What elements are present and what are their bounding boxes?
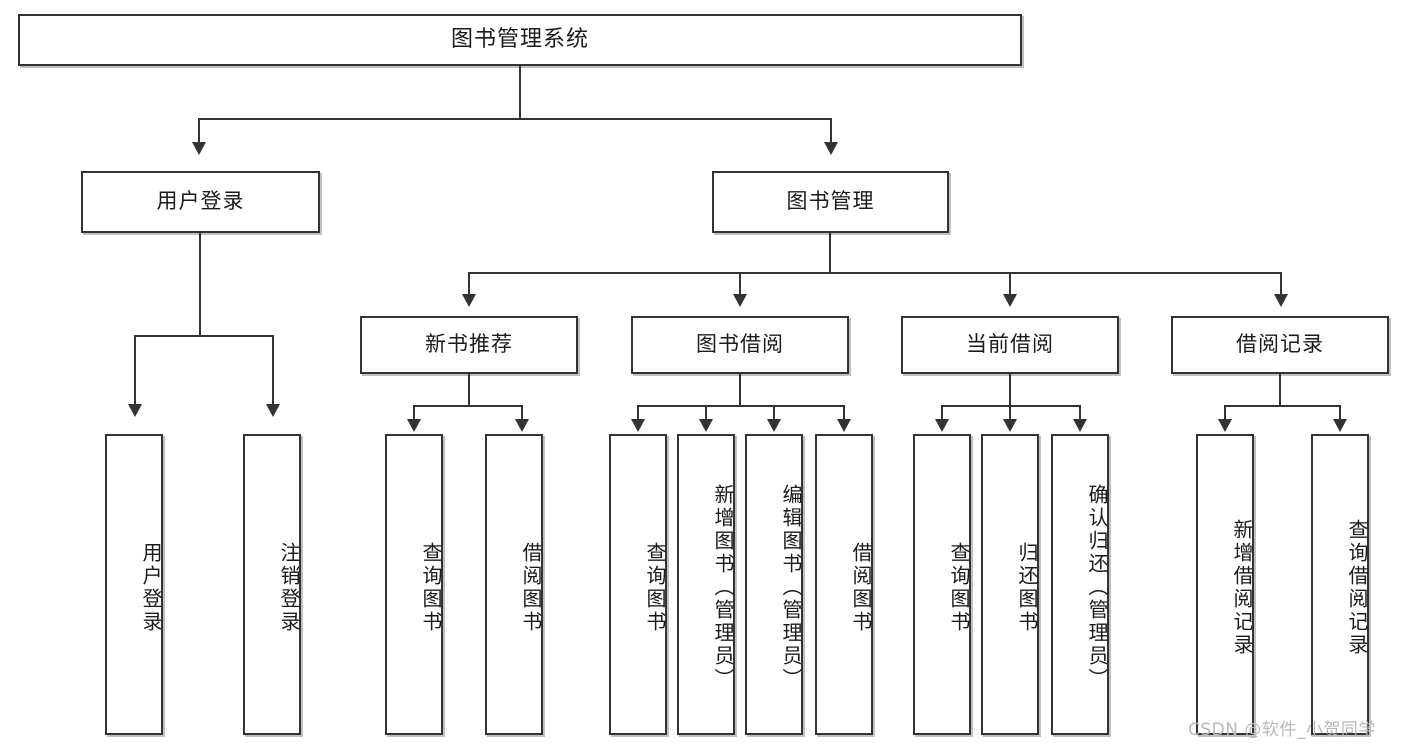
node-label: 编辑图书（管理员） (779, 484, 803, 691)
leaf-query-book-current[interactable]: 查询图书 (913, 434, 971, 735)
leaf-return-book[interactable]: 归还图书 (981, 434, 1039, 735)
node-label: 注销登录 (277, 541, 301, 634)
edge-book-borrow-bus (637, 405, 845, 407)
node-current-borrow[interactable]: 当前借阅 (901, 316, 1119, 374)
edge-user-login-drop-2 (272, 335, 274, 407)
csdn-watermark: CSDN @软件_小贺同学 (1188, 720, 1376, 740)
node-label: 新增图书（管理员） (711, 484, 735, 691)
arrowhead-icon (767, 419, 781, 432)
edge-root-to-user-login (198, 118, 200, 146)
edge-book-manage-drop-4 (1280, 272, 1282, 297)
node-label: 图书管理系统 (450, 26, 589, 52)
arrowhead-icon (1218, 419, 1232, 432)
node-label: 借阅图书 (519, 541, 543, 634)
arrowhead-icon (266, 404, 280, 417)
edge-root-bus (198, 118, 832, 120)
arrowhead-icon (128, 404, 142, 417)
leaf-query-book-borrow[interactable]: 查询图书 (609, 434, 667, 735)
edge-book-borrow-drop-2 (705, 405, 707, 422)
edge-book-manage-bus (468, 272, 1282, 274)
node-label: 查询图书 (419, 541, 443, 634)
leaf-query-book-recommend[interactable]: 查询图书 (385, 434, 443, 735)
edge-book-manage-drop-2 (739, 272, 741, 297)
edge-book-manage-drop-1 (468, 272, 470, 297)
node-label: 用户登录 (156, 189, 245, 214)
edge-root-stem (519, 66, 521, 118)
node-book-management[interactable]: 图书管理 (712, 171, 949, 233)
node-label: 新书推荐 (425, 332, 513, 357)
node-label: 归还图书 (1015, 541, 1039, 634)
leaf-edit-book-admin[interactable]: 编辑图书（管理员） (745, 434, 803, 735)
edge-user-login-bus (134, 335, 274, 337)
edge-borrow-record-drop-2 (1339, 405, 1341, 422)
edge-new-book-bus (413, 405, 523, 407)
node-label: 图书借阅 (696, 332, 784, 357)
edge-current-borrow-drop-2 (1009, 405, 1011, 422)
edge-book-borrow-drop-3 (773, 405, 775, 422)
arrowhead-icon (824, 142, 838, 155)
edge-borrow-record-bus (1224, 405, 1341, 407)
leaf-logout[interactable]: 注销登录 (243, 434, 301, 735)
arrowhead-icon (1003, 419, 1017, 432)
arrowhead-icon (837, 419, 851, 432)
arrowhead-icon (733, 294, 747, 307)
edge-current-borrow-drop-1 (941, 405, 943, 422)
edge-current-borrow-drop-3 (1079, 405, 1081, 422)
arrowhead-icon (1333, 419, 1347, 432)
edge-current-borrow-bus (941, 405, 1081, 407)
edge-book-manage-stem (829, 233, 831, 272)
edge-new-book-drop-1 (413, 405, 415, 422)
edge-new-book-stem (468, 374, 470, 405)
node-borrow-record[interactable]: 借阅记录 (1171, 316, 1389, 374)
node-label: 新增借阅记录 (1230, 518, 1254, 657)
node-label: 确认归还（管理员） (1085, 484, 1109, 691)
node-label: 图书管理 (786, 189, 875, 214)
edge-book-borrow-drop-1 (637, 405, 639, 422)
edge-new-book-drop-2 (521, 405, 523, 422)
leaf-borrow-book[interactable]: 借阅图书 (815, 434, 873, 735)
leaf-add-borrow-record[interactable]: 新增借阅记录 (1196, 434, 1254, 735)
node-root-library-system[interactable]: 图书管理系统 (18, 14, 1022, 66)
arrowhead-icon (1274, 294, 1288, 307)
node-new-book-recommend[interactable]: 新书推荐 (360, 316, 578, 374)
node-label: 借阅记录 (1236, 332, 1324, 357)
node-label: 查询图书 (643, 541, 667, 634)
edge-current-borrow-stem (1009, 374, 1011, 405)
arrowhead-icon (1003, 294, 1017, 307)
arrowhead-icon (515, 419, 529, 432)
node-user-login[interactable]: 用户登录 (81, 171, 320, 233)
edge-book-manage-drop-3 (1009, 272, 1011, 297)
edge-borrow-record-stem (1279, 374, 1281, 405)
edge-user-login-stem (199, 233, 201, 335)
leaf-confirm-return-admin[interactable]: 确认归还（管理员） (1051, 434, 1109, 735)
arrowhead-icon (631, 419, 645, 432)
edge-borrow-record-drop-1 (1224, 405, 1226, 422)
arrowhead-icon (407, 419, 421, 432)
leaf-borrow-book-recommend[interactable]: 借阅图书 (485, 434, 543, 735)
arrowhead-icon (935, 419, 949, 432)
arrowhead-icon (192, 142, 206, 155)
arrowhead-icon (699, 419, 713, 432)
edge-book-borrow-drop-4 (843, 405, 845, 422)
arrowhead-icon (462, 294, 476, 307)
node-label: 查询图书 (947, 541, 971, 634)
leaf-user-login[interactable]: 用户登录 (105, 434, 163, 735)
node-label: 借阅图书 (849, 541, 873, 634)
leaf-add-book-admin[interactable]: 新增图书（管理员） (677, 434, 735, 735)
node-label: 查询借阅记录 (1345, 518, 1369, 657)
node-book-borrow[interactable]: 图书借阅 (631, 316, 849, 374)
node-label: 用户登录 (139, 541, 163, 634)
leaf-query-borrow-record[interactable]: 查询借阅记录 (1311, 434, 1369, 735)
edge-root-to-book-manage (830, 118, 832, 146)
node-label: 当前借阅 (966, 332, 1054, 357)
edge-book-borrow-stem (739, 374, 741, 405)
arrowhead-icon (1073, 419, 1087, 432)
edge-user-login-drop-1 (134, 335, 136, 407)
